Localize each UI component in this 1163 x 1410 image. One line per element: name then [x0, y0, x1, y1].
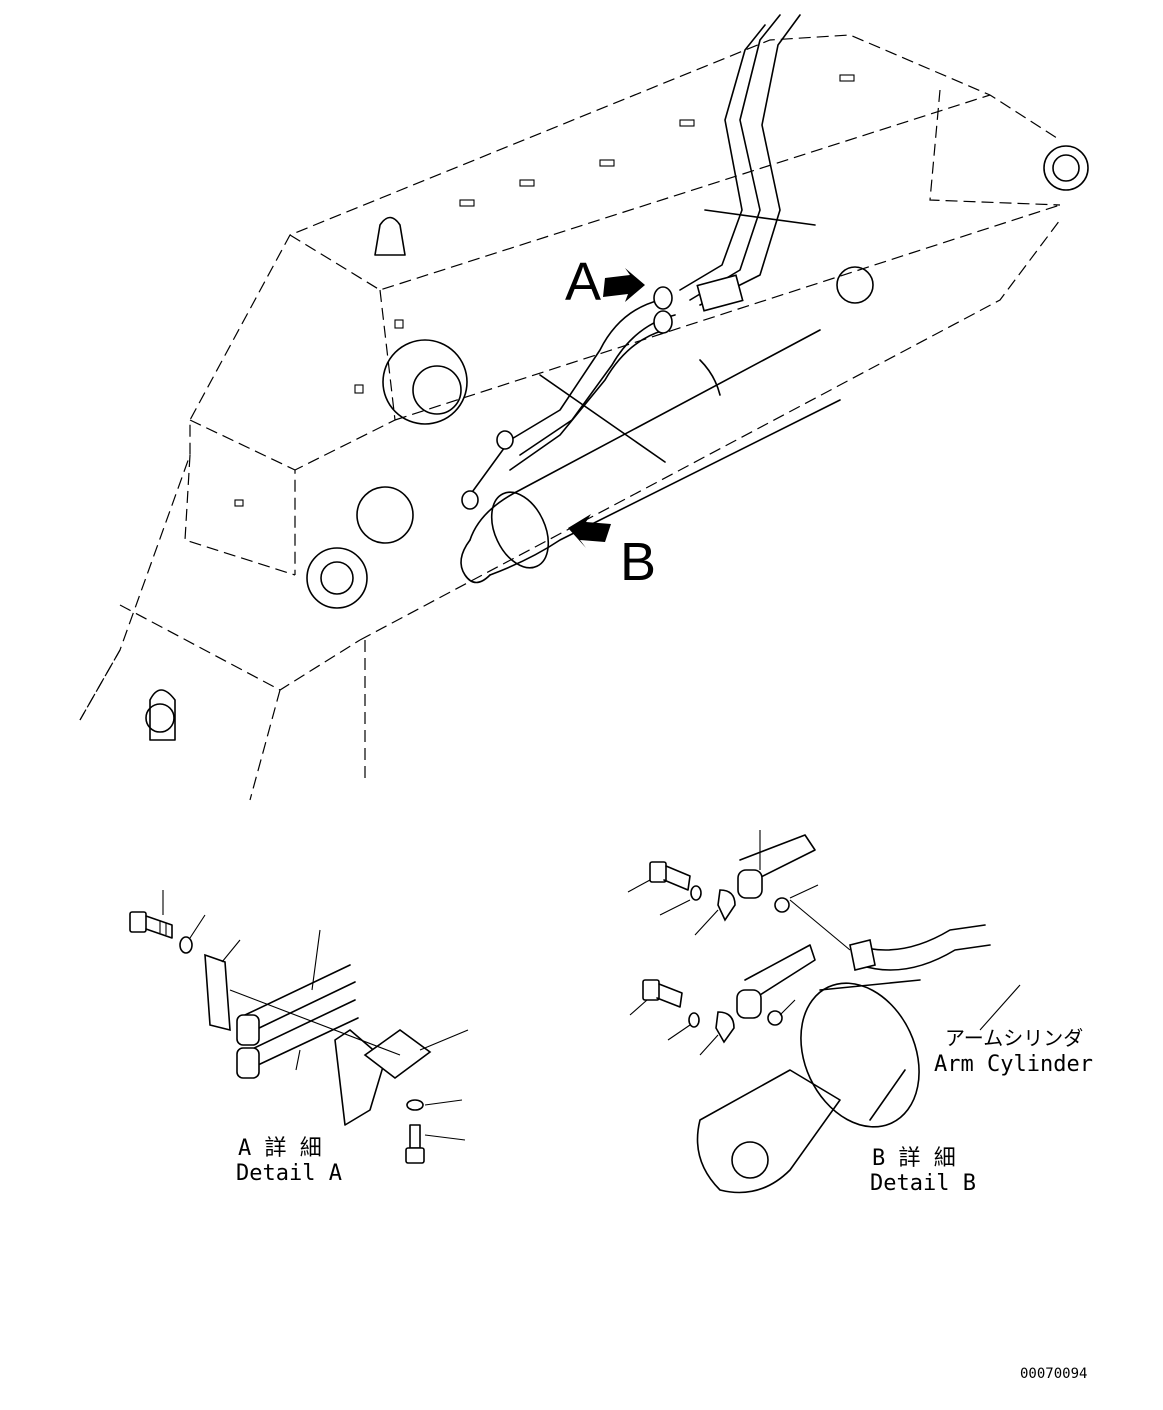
drawing-number: 00070094 [1020, 1366, 1087, 1382]
bolt-b2 [642, 979, 683, 1008]
cylinder-port-flange [849, 939, 876, 971]
view-b-marker: B [568, 514, 656, 592]
detail-b-title-jp: B 詳 細 [872, 1146, 956, 1171]
detail-a-title-jp: A 詳 細 [238, 1136, 322, 1161]
detail-b-title-en: Detail B [870, 1171, 976, 1196]
hose-lines [461, 14, 816, 510]
arm-cylinder-label-jp: アームシリンダ [945, 1026, 1083, 1050]
view-b-label: B [620, 532, 656, 592]
view-a-marker: A [565, 252, 645, 312]
o-ring-b2 [767, 1010, 783, 1026]
washer-b2 [688, 1012, 700, 1028]
view-a-arrow [603, 268, 645, 302]
washer-b1 [690, 885, 702, 901]
detail-a-drawing [129, 890, 469, 1164]
arm-cylinder-on-boom [460, 329, 841, 584]
washer-a2 [406, 1099, 424, 1111]
split-flange-b2 [715, 1011, 735, 1044]
detail-b-drawing [627, 830, 1021, 1194]
flange-a2 [236, 1047, 260, 1079]
washer-a1 [179, 936, 193, 954]
o-ring-b1 [774, 897, 790, 913]
detail-a-title-en: Detail A [236, 1161, 342, 1186]
arm-cylinder-label-en: Arm Cylinder [934, 1052, 1093, 1077]
bolt-a1 [129, 911, 173, 939]
bolt-a2 [405, 1124, 425, 1164]
hose-fitting-b1 [737, 869, 763, 899]
split-flange-b1 [717, 889, 736, 922]
bolt-b1 [649, 861, 691, 891]
clamp-a [204, 953, 231, 1032]
flange-a1 [236, 1014, 260, 1046]
arm-cylinder-body [696, 979, 1021, 1194]
view-b-arrow [568, 514, 611, 548]
boom-assembly [79, 34, 1089, 801]
hose-fitting-b2 [736, 989, 762, 1019]
view-a-label: A [565, 252, 601, 312]
